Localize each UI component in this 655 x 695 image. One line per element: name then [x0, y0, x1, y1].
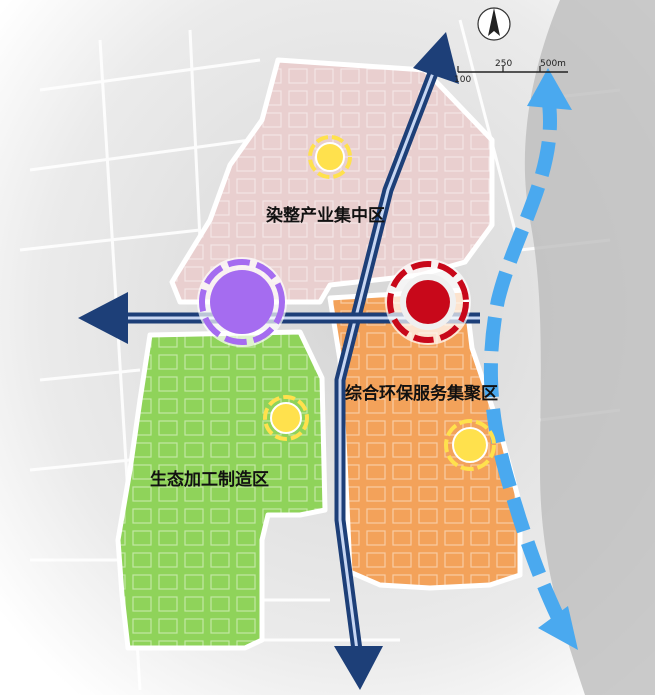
- scale-label-100: 100: [454, 75, 471, 85]
- scale-label-500m: 500m: [540, 59, 566, 69]
- purple-hub-node: [197, 257, 287, 347]
- river-arrowhead-bottom: [538, 606, 578, 650]
- zone-label-dyeing-industry: 染整产业集中区: [266, 205, 385, 226]
- yellow-node-north: [308, 135, 352, 179]
- corridor-arrowhead-north: [413, 32, 459, 84]
- scale-label-250: 250: [495, 59, 512, 69]
- north-south-corridor-arrow: [334, 32, 459, 690]
- north-arrow-icon: [477, 7, 511, 41]
- riverbank-vegetation: [524, 0, 655, 695]
- corridor-arrowhead-west: [78, 292, 128, 344]
- yellow-node-west: [263, 395, 309, 441]
- red-hub-node: [385, 259, 471, 345]
- corridor-arrowhead-south: [334, 646, 383, 690]
- river-arrowhead-top: [527, 68, 572, 110]
- zone-label-ecological-manufacturing: 生态加工制造区: [150, 469, 269, 490]
- zone-label-environmental-services: 综合环保服务集聚区: [345, 383, 498, 404]
- yellow-node-east: [444, 419, 496, 471]
- scale-bar: 100 250 500m: [454, 59, 568, 85]
- river-flow-arrow: [483, 68, 578, 650]
